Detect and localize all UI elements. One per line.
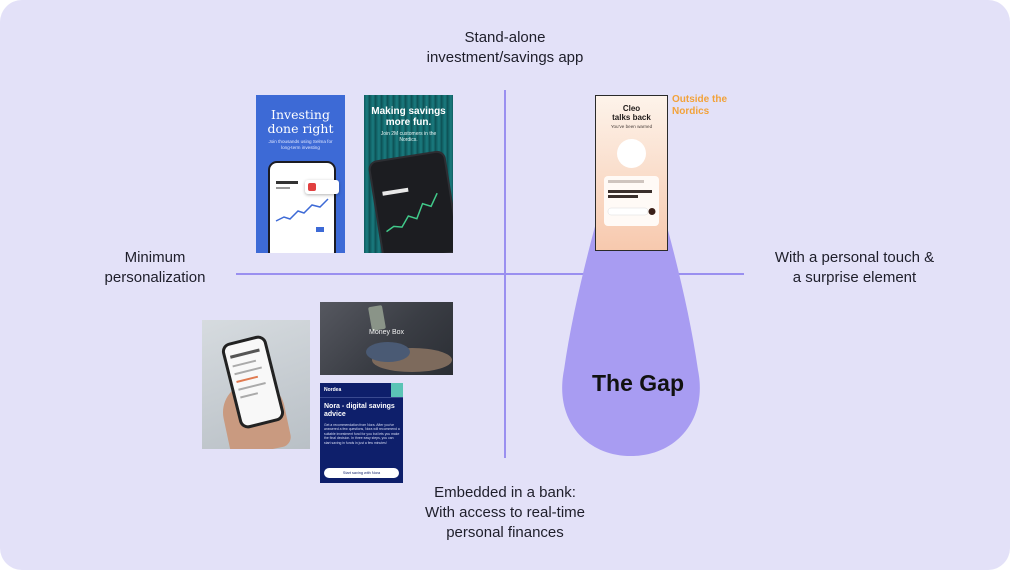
bank-app-hand-screenshot	[202, 320, 310, 449]
money-box-screenshot: Money Box	[320, 302, 453, 375]
chart-line-icon	[382, 187, 438, 233]
person-with-phone-icon	[366, 305, 452, 372]
axis-label-right: With a personal touch & a surprise eleme…	[774, 249, 935, 286]
nordea-body-text: Get a recommendation from Nora. After yo…	[324, 423, 400, 445]
cleo-app-screenshot: Cleo talks back You've been warned	[595, 95, 668, 251]
phone-mockup	[268, 161, 336, 253]
cleo-subtitle: You've been warned	[610, 124, 653, 129]
chat-bubble-icon	[607, 180, 656, 216]
gap-label: The Gap	[592, 370, 685, 396]
axis-label-top: Stand-alone investment/savings app	[426, 29, 584, 66]
login-icon	[391, 383, 403, 397]
investing-subtitle: Join thousands using Selma for long-term…	[268, 139, 333, 150]
nordea-title: Nora - digital savings advice	[324, 403, 395, 418]
axis-label-bottom: Embedded in a bank: With access to real-…	[424, 484, 586, 541]
axis-label-left: Minimum personalization	[104, 249, 206, 286]
investing-title: Investing done right	[267, 107, 334, 136]
phone-mockup	[367, 149, 453, 253]
list-icon	[229, 348, 266, 399]
savings-title: Making savings more fun.	[371, 106, 446, 128]
outside-nordics-note: Outside the Nordics	[672, 94, 728, 117]
horizontal-axis	[236, 273, 744, 275]
avatar	[617, 139, 646, 168]
nordea-screenshot: Nordea Nora - digital savings advice Get…	[320, 383, 403, 483]
flag-badge-icon	[305, 180, 339, 194]
investing-app-screenshot: Investing done right Join thousands usin…	[256, 95, 345, 253]
savings-subtitle: Join 2M customers in the Nordics.	[380, 131, 437, 143]
phone-mockup	[220, 333, 286, 431]
cleo-title: Cleo talks back	[612, 104, 651, 122]
start-saving-button: Start saving with Nora	[324, 468, 399, 478]
money-box-title: Money Box	[368, 329, 405, 336]
savings-app-screenshot: Making savings more fun. Join 2M custome…	[364, 95, 453, 253]
nordea-logo: Nordea	[324, 387, 342, 393]
chat-card	[604, 176, 659, 226]
nordea-header	[320, 383, 403, 398]
chart-line-icon	[275, 181, 329, 232]
